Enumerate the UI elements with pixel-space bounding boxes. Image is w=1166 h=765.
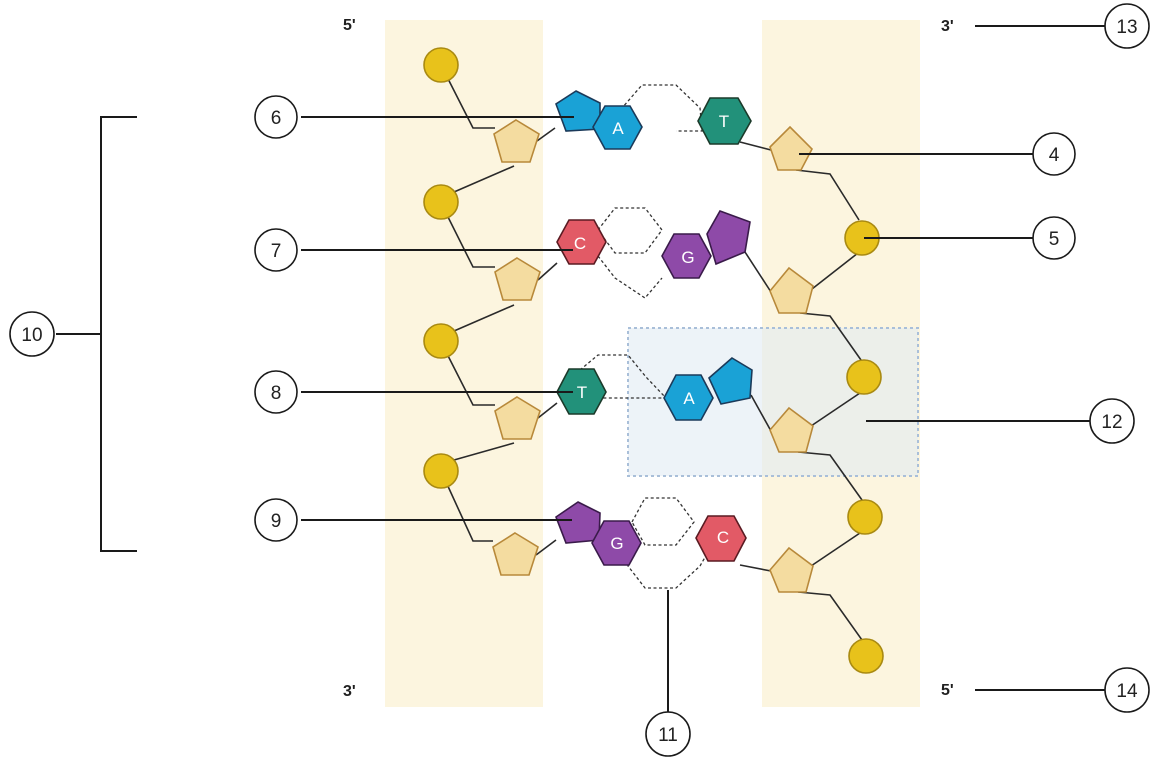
- base-left-3: T: [577, 383, 587, 402]
- guanine-ring-six: [661, 233, 712, 279]
- adenine-ring-six-2: [663, 374, 714, 421]
- guanine-ring-five: [706, 210, 751, 266]
- right-strand-bottom-end: 5': [941, 682, 954, 699]
- callout-6-label: 6: [271, 108, 282, 129]
- base-right-2: G: [681, 248, 694, 267]
- left-strand-bottom-end: 3': [343, 683, 356, 700]
- sugar-right-2: [769, 266, 814, 314]
- leader-lines: [56, 25, 1105, 712]
- base-left-2: C: [574, 234, 586, 253]
- callout-9-label: 9: [271, 511, 282, 532]
- base-right-3: A: [683, 389, 695, 408]
- phosphate-left-4: [423, 453, 459, 489]
- callout-10: 10: [9, 311, 55, 357]
- sugar-left-1: [493, 119, 540, 163]
- base-pair-2: C G: [556, 210, 751, 279]
- right-backbone-lines: [739, 141, 863, 641]
- sugar-right-1: [769, 125, 813, 171]
- callout-12: 12: [1089, 398, 1135, 444]
- thymine-ring: [697, 97, 752, 145]
- right-sugars: [769, 125, 814, 593]
- phosphate-right-4: [848, 638, 884, 674]
- adenine-ring-six: [592, 105, 643, 150]
- left-backbone-lines: [440, 64, 558, 556]
- callout-7-label: 7: [271, 241, 282, 262]
- cytosine-ring: [556, 219, 607, 265]
- base-left-1: A: [612, 119, 624, 138]
- base-pair-4: G C: [555, 501, 747, 566]
- callout-14-label: 14: [1116, 681, 1138, 702]
- left-strand-top-end: 5': [343, 17, 356, 34]
- sugar-left-3: [494, 396, 541, 440]
- adenine-ring-five: [555, 90, 601, 132]
- cytosine-ring-2: [695, 515, 747, 562]
- base-pair-3: T A: [556, 357, 753, 421]
- callout-8-label: 8: [271, 383, 282, 404]
- phosphate-right-2: [846, 359, 882, 395]
- phosphate-left-2: [423, 184, 459, 220]
- sugar-left-2: [494, 257, 541, 301]
- phosphate-left-1: [423, 47, 459, 83]
- callout-12-label: 12: [1101, 412, 1122, 433]
- callout-5-label: 5: [1049, 229, 1060, 250]
- base-left-4: G: [610, 534, 623, 553]
- callout-7: 7: [254, 228, 298, 272]
- callout-13: 13: [1104, 3, 1150, 49]
- sugar-right-4: [769, 546, 814, 593]
- hydrogen-bonds: [579, 84, 713, 589]
- sugar-right-3: [769, 406, 814, 453]
- callout-9: 9: [254, 498, 298, 542]
- right-strand-top-end: 3': [941, 18, 954, 35]
- phosphate-right-3: [847, 499, 883, 535]
- callout-8: 8: [254, 370, 298, 414]
- base-right-4: C: [717, 528, 729, 547]
- callout-14: 14: [1104, 667, 1150, 713]
- callout-4-label: 4: [1049, 145, 1060, 166]
- phosphate-left-3: [423, 323, 459, 359]
- callout-6: 6: [254, 95, 298, 139]
- guanine-ring-six-2: [591, 520, 642, 566]
- guanine-ring-five-2: [555, 501, 601, 544]
- sugar-left-4: [492, 532, 539, 576]
- left-sugars: [492, 119, 541, 576]
- base-right-1: T: [719, 112, 729, 131]
- callout-11-label: 11: [658, 725, 678, 746]
- callout-4: 4: [1032, 132, 1076, 176]
- callout-5: 5: [1032, 216, 1076, 260]
- base-pair-1: A T: [555, 90, 752, 150]
- right-phosphates: [844, 220, 884, 674]
- callout-13-label: 13: [1116, 17, 1137, 38]
- adenine-ring-five-2: [708, 357, 753, 405]
- left-phosphates: [423, 47, 459, 489]
- callout-10-label: 10: [21, 325, 42, 346]
- callout-11: 11: [645, 711, 691, 757]
